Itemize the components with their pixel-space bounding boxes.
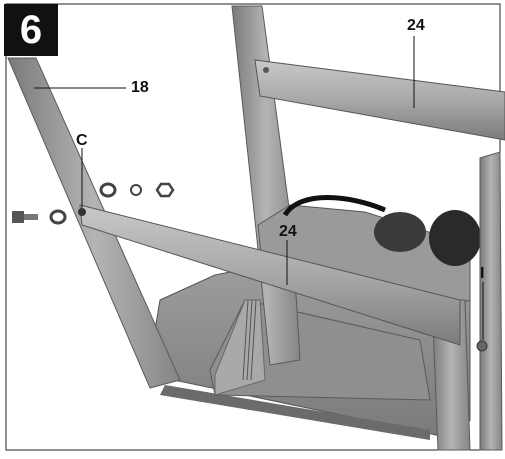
power-cable <box>282 195 386 217</box>
crossbar-front <box>79 204 461 346</box>
crossbar-top-bolt <box>263 67 269 73</box>
washer-2 <box>99 182 117 198</box>
motor <box>429 210 481 266</box>
crossbar-top <box>254 59 505 141</box>
motor-cap <box>374 212 426 252</box>
blade-teeth <box>242 299 257 381</box>
label-leg-left: 18 <box>131 79 149 96</box>
step-number-badge: 6 <box>4 4 58 56</box>
label-bolt-c: C <box>76 132 88 149</box>
blade-guard <box>214 299 266 396</box>
callout-leaders <box>34 36 484 340</box>
back-right-leg <box>479 151 503 451</box>
bolt-shank <box>24 214 38 220</box>
label-bolt-i: I <box>480 265 485 282</box>
label-crossbar-top: 24 <box>407 17 425 34</box>
bolt-hole-i <box>476 340 488 352</box>
spring-washer <box>130 184 142 196</box>
nut <box>155 182 175 198</box>
bolt-head <box>12 211 24 223</box>
washer-1 <box>49 209 67 225</box>
tray-front-edge <box>160 385 430 440</box>
hardware-set <box>12 182 175 225</box>
bolt-hole-c <box>78 208 86 216</box>
label-crossbar-front: 24 <box>279 223 297 240</box>
